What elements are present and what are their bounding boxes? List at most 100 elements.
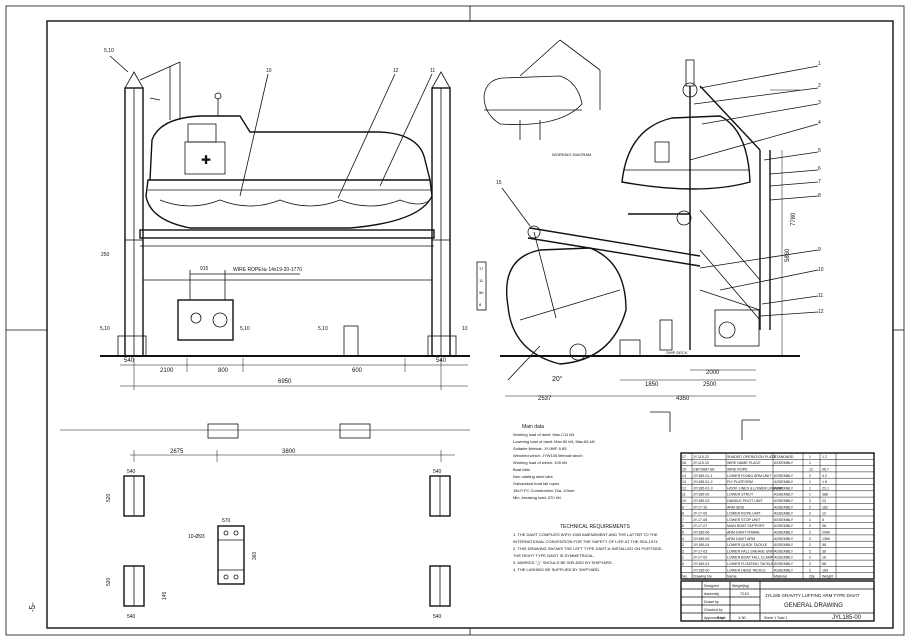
main-data-title: Main data xyxy=(522,424,544,430)
parts-cell: 2 xyxy=(809,499,811,503)
side-dim-1: 4350 xyxy=(676,396,690,402)
post-label-250: 250 xyxy=(101,252,110,258)
parts-cell: 1 xyxy=(809,493,811,497)
parts-cell: 14 xyxy=(682,474,686,478)
parts-cell: ASSEMBLY xyxy=(774,474,794,478)
outer-frame xyxy=(5,5,905,636)
plan-dim-0: 2675 xyxy=(170,449,184,455)
parts-cell: 4.2 xyxy=(822,474,827,478)
parts-cell: 16 xyxy=(682,461,686,465)
parts-cell: ASSEMBLY xyxy=(774,556,794,560)
parts-cell: ASSEMBLY xyxy=(774,512,794,516)
svg-text:17: 17 xyxy=(479,266,484,271)
parts-cell: JY/185-00 xyxy=(693,568,709,572)
side-marker: 15 xyxy=(496,180,502,186)
svg-text:10-Ø93: 10-Ø93 xyxy=(188,534,205,540)
parts-cell: ASSEMBLY xyxy=(774,543,794,547)
top-label-12: 12 xyxy=(393,68,399,74)
parts-cell: ASSEMBLY xyxy=(774,537,794,541)
svg-text:8: 8 xyxy=(479,302,482,307)
svg-text:✚: ✚ xyxy=(201,153,211,167)
winch xyxy=(177,299,234,341)
front-dim-0: 540 xyxy=(124,358,135,364)
parts-cell: LOWER FLOATING TACKLE xyxy=(727,562,774,566)
parts-cell: 96.7 xyxy=(822,468,829,472)
parts-cell: 2 xyxy=(809,531,811,535)
svg-text:11: 11 xyxy=(479,278,484,283)
parts-cell: FIX PLATFORM xyxy=(727,480,753,484)
svg-text:540: 540 xyxy=(127,469,136,475)
parts-cell: 1 xyxy=(809,486,811,490)
parts-cell: JY/185-01-3 xyxy=(693,486,713,490)
parts-cell: STANDARD xyxy=(774,455,794,459)
svg-text:Winched winch: JYW105 lifebo: Winched winch: JYW105 lifeboat winch xyxy=(513,453,583,458)
parts-cell: SHADED OPERATION PLATE xyxy=(727,455,777,459)
side-dim-0: 2537 xyxy=(538,396,552,402)
svg-text:Weight(kg): Weight(kg) xyxy=(732,584,749,588)
notes: Main data Working load of davit: Max.C11… xyxy=(513,424,663,572)
parts-cell: 2 xyxy=(809,505,811,509)
svg-text:9: 9 xyxy=(818,247,821,253)
svg-text:Designed: Designed xyxy=(704,584,719,588)
svg-text:Working load of davit: Max.C: Working load of davit: Max.C11 kN xyxy=(513,432,574,437)
svg-text:520: 520 xyxy=(106,577,112,586)
parts-cell: WIRE NAME PLACE xyxy=(727,461,761,465)
plan-dim-1: 3800 xyxy=(282,449,296,455)
top-label-left: 5,10 xyxy=(104,48,114,54)
side-dim-3: 2500 xyxy=(703,382,717,388)
inner-frame xyxy=(46,20,894,629)
parts-cell: 23 xyxy=(822,499,826,503)
svg-text:4: 4 xyxy=(818,120,821,126)
parts-cell: 1 xyxy=(809,455,811,459)
parts-cell: JY-17-08 xyxy=(693,518,707,522)
parts-cell: JY-17-09 xyxy=(693,512,707,516)
svg-text:8: 8 xyxy=(818,193,821,199)
svg-text:Working load of winch: 105 kN: Working load of winch: 105 kN xyxy=(513,460,567,465)
parts-cell: 2 xyxy=(809,568,811,572)
top-label-11: 11 xyxy=(430,68,435,74)
plan-detail xyxy=(217,525,245,585)
parts-cell: 1.8 xyxy=(822,480,827,484)
parts-cell: JY/185-01-1 xyxy=(693,474,713,478)
parts-cell: ASSEMBLY xyxy=(774,549,794,553)
parts-cell: ASSEMBLY xyxy=(774,493,794,497)
svg-text:Drawn by: Drawn by xyxy=(704,600,719,604)
svg-text:3. MARKED "△" SHOULD BE WELDED: 3. MARKED "△" SHOULD BE WELDED BY SHIPYA… xyxy=(513,560,613,565)
title-block: Designed Assembly Drawn by Checked by Ap… xyxy=(680,580,875,622)
parts-cell: JY/185-03 xyxy=(693,499,709,503)
parts-cell: 1 xyxy=(809,480,811,484)
svg-text:INTERNATIONAL CONVENTION FOR T: INTERNATIONAL CONVENTION FOR THE SAFETY … xyxy=(513,539,658,544)
side-vert-dim-1: 5860 xyxy=(785,248,791,262)
parts-cell: JY-115-10 xyxy=(693,461,709,465)
drawing-company-title: JYL185 GRAVITY LUFFING ARM TYPE DAVIT xyxy=(765,593,860,598)
front-dim-3: 600 xyxy=(352,368,363,374)
parts-header-cell: Qty xyxy=(809,575,815,579)
working-diagram-boat xyxy=(483,75,583,125)
parts-cell: ARM DAVIT ARM xyxy=(727,537,755,541)
svg-text:10: 10 xyxy=(462,326,468,332)
parts-cell: 12 xyxy=(822,512,826,516)
parts-cell: 2 xyxy=(809,524,811,528)
parts-cell: ARM SIDE xyxy=(727,505,745,509)
main-beam xyxy=(139,229,435,239)
parts-cell: ASSEMBLY xyxy=(774,531,794,535)
parts-cell: 2 xyxy=(682,549,684,553)
parts-cell: 4 xyxy=(682,537,684,541)
front-dim-4: 540 xyxy=(436,358,447,364)
parts-cell: 1 xyxy=(682,556,684,560)
page-number: -5- xyxy=(28,602,37,612)
parts-cell: JY-17-02 xyxy=(693,556,707,560)
parts-cell: HOOK LINES & LOWER LINEWAY xyxy=(727,486,784,490)
parts-cell: JY-17-03 xyxy=(693,549,707,553)
parts-cell: JY-17-10 xyxy=(693,505,707,509)
stowed-lifeboat xyxy=(621,115,751,190)
parts-cell: 2 xyxy=(809,512,811,516)
parts-cell: 58 xyxy=(822,543,826,547)
parts-cell: 2 xyxy=(809,474,811,478)
svg-text:7: 7 xyxy=(818,179,821,185)
svg-text:Sheet 1 Total 1: Sheet 1 Total 1 xyxy=(764,616,787,620)
svg-text:Boat falls:: Boat falls: xyxy=(513,467,531,472)
side-view: SHIP DECK 20° 15 WORKING DIAGRAM 1 2 3 4… xyxy=(483,39,824,440)
side-dim-4: 2000 xyxy=(706,370,720,376)
